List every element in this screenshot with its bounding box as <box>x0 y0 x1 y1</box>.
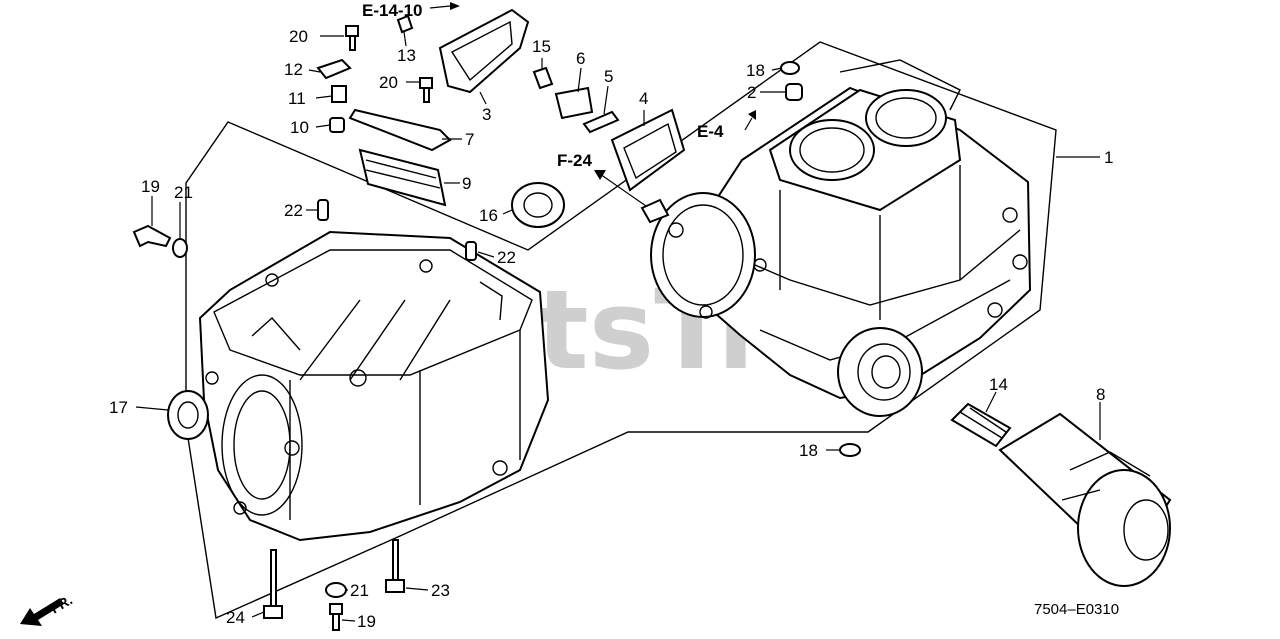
spring[interactable] <box>331 85 347 103</box>
callout-19-upper: 19 <box>141 177 160 196</box>
callout-3: 3 <box>482 105 491 124</box>
callout-14: 14 <box>989 375 1008 394</box>
washer-21-lower[interactable] <box>325 582 347 598</box>
dowel-pin-upper[interactable] <box>317 199 329 221</box>
callout-6: 6 <box>576 49 585 68</box>
bolt-19-upper[interactable] <box>132 224 172 248</box>
callout-19-lower: 19 <box>357 612 376 631</box>
callout-22-lower: 22 <box>497 248 516 267</box>
callout-18-lower: 18 <box>799 441 818 460</box>
bracket[interactable] <box>554 86 594 120</box>
callout-15: 15 <box>532 37 551 56</box>
washer-18-lower[interactable] <box>839 443 861 457</box>
callout-16: 16 <box>479 206 498 225</box>
diagram-code: 7504–E0310 <box>1034 601 1119 618</box>
plate[interactable] <box>348 108 452 152</box>
reed-valve[interactable] <box>316 58 352 80</box>
nozzle[interactable] <box>532 66 554 90</box>
bolt-23[interactable] <box>385 539 405 593</box>
callout-8: 8 <box>1096 385 1105 404</box>
callout-4: 4 <box>639 89 648 108</box>
callout-20-top: 20 <box>289 27 308 46</box>
screw[interactable] <box>396 14 414 34</box>
front-arrow-icon <box>20 598 64 626</box>
callout-22-upper: 22 <box>284 201 303 220</box>
bolt-19-lower[interactable] <box>329 603 343 631</box>
bolt-24[interactable] <box>263 549 283 619</box>
oil-seal-16[interactable] <box>511 182 565 228</box>
collar[interactable] <box>329 117 345 133</box>
callout-12: 12 <box>284 60 303 79</box>
callout-13: 13 <box>397 46 416 65</box>
washer-18-upper[interactable] <box>780 61 800 75</box>
callout-5: 5 <box>604 67 613 86</box>
callout-21-lower: 21 <box>350 581 369 600</box>
callout-1: 1 <box>1104 148 1113 167</box>
crankcase-half[interactable] <box>198 230 550 542</box>
ref-e-14-10[interactable]: E-14-10 <box>362 1 422 20</box>
gasket[interactable] <box>610 108 686 192</box>
callout-11: 11 <box>288 89 306 108</box>
callout-2: 2 <box>747 83 756 102</box>
callout-9: 9 <box>462 174 471 193</box>
washer-21-upper[interactable] <box>172 238 188 258</box>
bolt-20-top[interactable] <box>345 25 359 51</box>
front-marker: FR. <box>48 591 76 616</box>
oil-seal-17[interactable] <box>167 390 209 440</box>
cylinder-block[interactable] <box>640 59 1032 417</box>
assembly-outline <box>185 41 1057 620</box>
ref-f-24[interactable]: F-24 <box>557 151 593 170</box>
callout-23: 23 <box>431 581 450 600</box>
bolt-20-mid[interactable] <box>419 77 433 103</box>
callout-20-mid: 20 <box>379 73 398 92</box>
callout-10: 10 <box>290 118 309 137</box>
cap[interactable] <box>785 83 803 101</box>
threaded-pipe[interactable] <box>950 402 1012 448</box>
gasket-small[interactable] <box>582 110 620 134</box>
breather-cover[interactable] <box>438 8 530 94</box>
callout-7: 7 <box>465 130 474 149</box>
callout-24: 24 <box>226 608 245 627</box>
callout-21-upper: 21 <box>174 183 193 202</box>
dowel-pin-lower[interactable] <box>465 241 477 261</box>
oil-filter[interactable] <box>998 412 1172 587</box>
ref-e-4[interactable]: E-4 <box>697 122 724 141</box>
callout-17: 17 <box>109 398 128 417</box>
callout-18-upper: 18 <box>746 61 765 80</box>
